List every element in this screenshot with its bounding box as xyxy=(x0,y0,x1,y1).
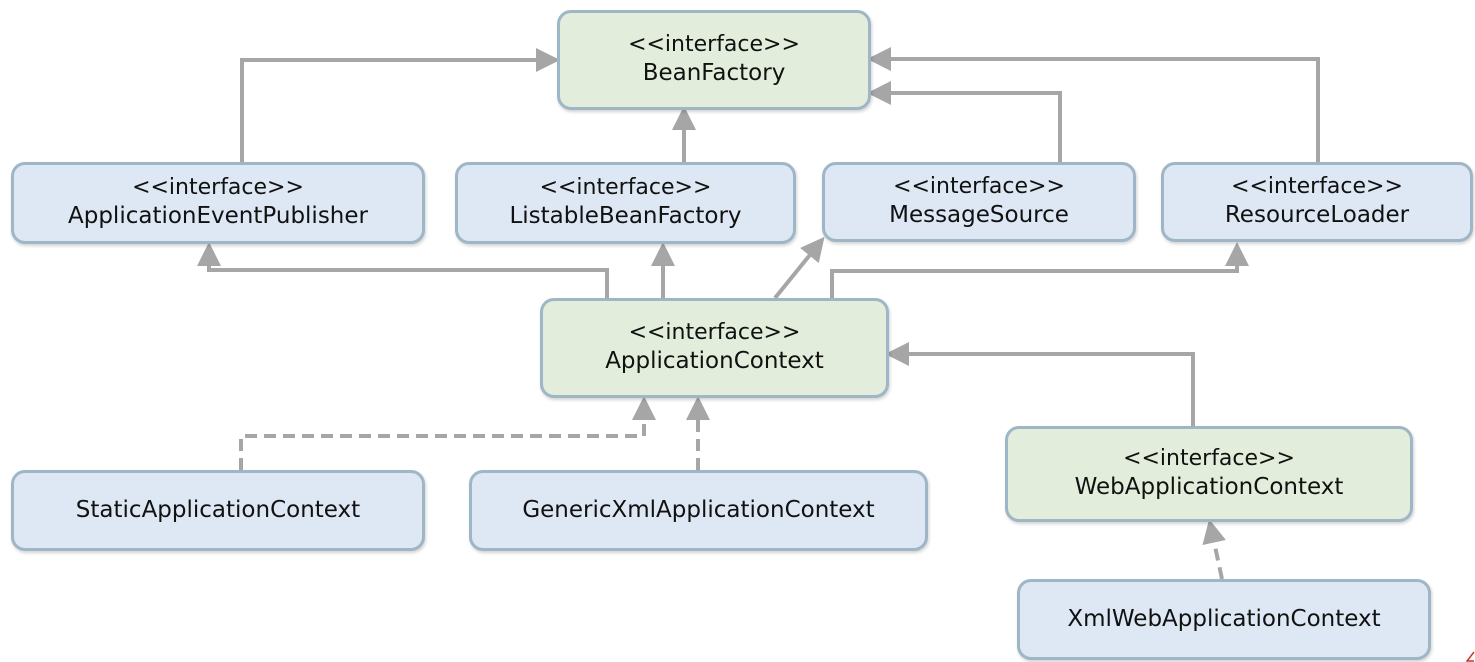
node-label: XmlWebApplicationContext xyxy=(1067,605,1381,632)
stereotype-label: <<interface>> xyxy=(539,174,712,200)
application-event-publisher-node[interactable]: <<interface>> ApplicationEventPublisher xyxy=(11,162,425,244)
node-label: WebApplicationContext xyxy=(1074,474,1344,501)
edge-static-realizes-appcontext xyxy=(239,396,656,470)
xml-web-application-context-node[interactable]: XmlWebApplicationContext xyxy=(1017,579,1431,660)
edge-xmlweb-realizes-webcontext xyxy=(1202,519,1226,580)
node-label: GenericXmlApplicationContext xyxy=(522,496,875,523)
bean-factory-node[interactable]: <<interface>> BeanFactory xyxy=(557,10,871,110)
resource-loader-node[interactable]: <<interface>> ResourceLoader xyxy=(1161,162,1473,242)
edge-messagesource-to-beanfactory xyxy=(867,81,1062,162)
static-application-context-node[interactable]: StaticApplicationContext xyxy=(11,470,425,551)
edge-appcontext-to-publisher xyxy=(197,242,609,298)
edge-publisher-to-beanfactory xyxy=(240,48,560,162)
edge-resourceloader-to-beanfactory xyxy=(867,47,1320,162)
node-label: ListableBeanFactory xyxy=(509,203,742,230)
stereotype-label: <<interface>> xyxy=(628,319,801,345)
node-label: ApplicationContext xyxy=(605,348,824,375)
edge-appcontext-to-messagesource xyxy=(773,236,825,300)
edge-webcontext-to-appcontext xyxy=(885,342,1195,426)
node-label: BeanFactory xyxy=(642,60,786,87)
stereotype-label: <<interface>> xyxy=(132,174,304,200)
edge-appcontext-to-resourceloader xyxy=(830,242,1249,298)
application-context-node[interactable]: <<interface>> ApplicationContext xyxy=(540,298,889,398)
stereotype-label: <<interface>> xyxy=(1231,173,1403,199)
node-label: ApplicationEventPublisher xyxy=(68,203,368,230)
node-label: ResourceLoader xyxy=(1224,202,1410,229)
node-label: MessageSource xyxy=(889,202,1069,229)
node-label: StaticApplicationContext xyxy=(75,496,361,523)
corner-arrow-icon xyxy=(1466,651,1475,662)
listable-bean-factory-node[interactable]: <<interface>> ListableBeanFactory xyxy=(455,162,796,244)
generic-xml-application-context-node[interactable]: GenericXmlApplicationContext xyxy=(469,470,928,551)
message-source-node[interactable]: <<interface>> MessageSource xyxy=(822,162,1136,242)
stereotype-label: <<interface>> xyxy=(1123,445,1295,471)
stereotype-label: <<interface>> xyxy=(893,173,1065,199)
stereotype-label: <<interface>> xyxy=(628,31,800,57)
web-application-context-node[interactable]: <<interface>> WebApplicationContext xyxy=(1005,426,1413,522)
